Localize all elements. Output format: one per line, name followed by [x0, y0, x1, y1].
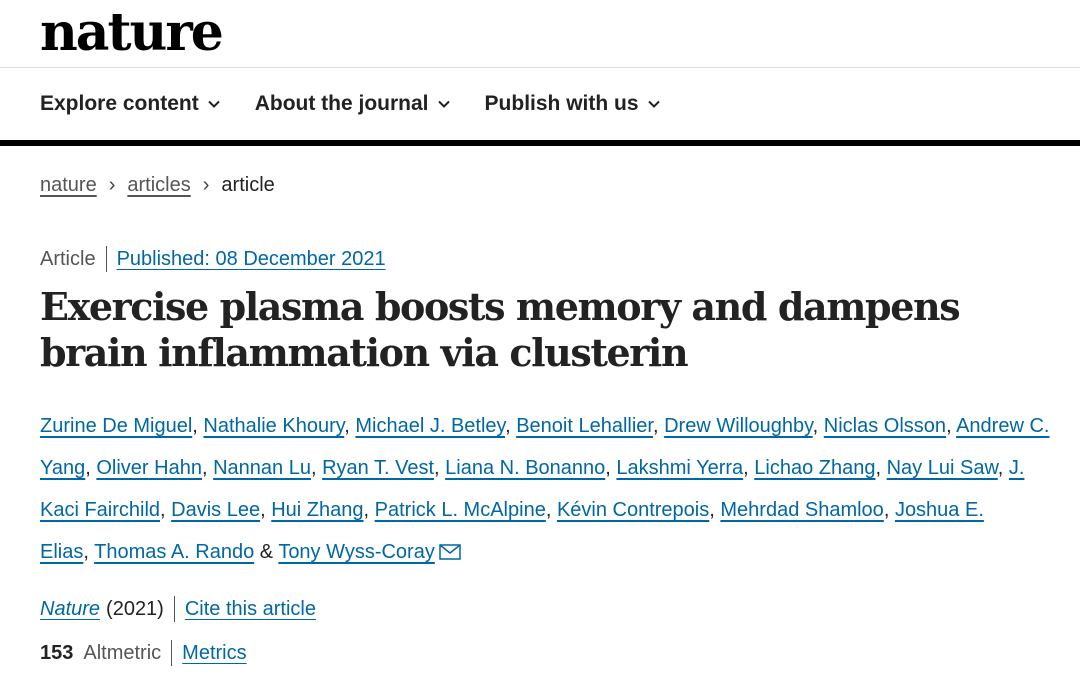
author-link[interactable]: Ryan T. Vest	[322, 457, 435, 479]
author-link[interactable]: Davis Lee	[171, 499, 261, 521]
author-separator: ,	[946, 415, 957, 437]
altmetric-score: 153	[40, 641, 74, 664]
author-link[interactable]: Oliver Hahn	[96, 457, 202, 479]
author-link[interactable]: Mehrdad Shamloo	[720, 499, 884, 521]
publication-year: (2021)	[106, 597, 164, 620]
author-separator: ,	[875, 457, 887, 479]
breadcrumb-nature[interactable]: nature	[40, 174, 97, 196]
author-link[interactable]: Nathalie Khoury	[203, 415, 345, 437]
chevron-down-icon	[207, 100, 220, 108]
author-link[interactable]: Hui Zhang	[271, 499, 364, 521]
author-link[interactable]: Lichao Zhang	[754, 457, 876, 479]
nature-logo[interactable]: nature	[40, 2, 224, 63]
journal-name-link[interactable]: Nature	[40, 597, 101, 620]
meta-divider	[105, 246, 107, 272]
metrics-link[interactable]: Metrics	[182, 641, 247, 664]
author-link[interactable]: Andrew C. Yang	[40, 415, 1050, 479]
published-date-link[interactable]: Published: 08 December 2021	[116, 247, 386, 270]
author-link[interactable]: Nay Lui Saw	[886, 457, 998, 479]
chevron-down-icon	[647, 100, 660, 108]
author-separator: ,	[812, 415, 824, 437]
cite-article-link[interactable]: Cite this article	[184, 597, 316, 620]
author-separator: ,	[192, 415, 204, 437]
author-link[interactable]: Tony Wyss-Coray	[278, 541, 435, 563]
author-separator: ,	[545, 499, 557, 521]
author-separator: ,	[883, 499, 895, 521]
journal-citation-line: Nature (2021) Cite this article	[40, 596, 316, 622]
author-link[interactable]: Zurine De Miguel	[40, 415, 193, 437]
mail-icon[interactable]	[439, 544, 461, 560]
altmetric-label: Altmetric	[83, 641, 162, 664]
altmetric-line: 153 Altmetric Metrics	[40, 640, 247, 666]
author-separator: ,	[201, 457, 214, 479]
author-list: Zurine De Miguel, Nathalie Khoury, Micha…	[40, 405, 1050, 573]
author-link[interactable]: Michael J. Betley	[355, 415, 506, 437]
nav-about-journal[interactable]: About the journal	[255, 85, 451, 123]
author-link[interactable]: J. Kaci Fairchild	[40, 457, 1025, 521]
author-separator: ,	[652, 415, 665, 437]
author-link[interactable]: Kévin Contrepois	[556, 499, 710, 521]
article-title: Exercise plasma boosts memory and dampen…	[40, 284, 961, 375]
author-separator: ,	[997, 457, 1009, 479]
author-separator: ,	[434, 457, 446, 479]
author-separator: ,	[85, 457, 97, 479]
author-link[interactable]: Joshua E. Elias	[40, 499, 984, 563]
breadcrumb-separator: ›	[202, 174, 210, 196]
author-link[interactable]: Benoit Lehallier	[516, 415, 653, 437]
header-divider	[0, 67, 1080, 68]
author-link[interactable]: Niclas Olsson	[823, 415, 947, 437]
author-separator: ,	[260, 499, 272, 521]
author-separator: &	[254, 541, 279, 563]
breadcrumb-articles[interactable]: articles	[127, 174, 191, 196]
article-meta: Article Published: 08 December 2021	[40, 246, 386, 272]
nav-explore-content[interactable]: Explore content	[40, 85, 221, 123]
breadcrumb: nature › articles › article	[40, 174, 275, 197]
author-separator: ,	[344, 415, 356, 437]
author-separator: ,	[709, 499, 721, 521]
author-separator: ,	[505, 415, 517, 437]
author-separator: ,	[160, 499, 172, 521]
author-separator: ,	[743, 457, 755, 479]
nav-divider-bar	[0, 140, 1080, 146]
meta-divider	[173, 596, 175, 622]
meta-divider	[171, 640, 173, 666]
author-link[interactable]: Patrick L. McAlpine	[374, 499, 546, 521]
author-separator: ,	[83, 541, 95, 563]
main-nav: Explore content About the journal Publis…	[40, 85, 695, 123]
author-link[interactable]: Lakshmi Yerra	[616, 457, 744, 479]
article-type: Article	[40, 247, 96, 270]
nav-about-journal-label: About the journal	[254, 92, 429, 115]
breadcrumb-separator: ›	[108, 174, 116, 196]
author-separator: ,	[605, 457, 617, 479]
nav-publish-with-us[interactable]: Publish with us	[485, 85, 661, 123]
author-link[interactable]: Thomas A. Rando	[94, 541, 255, 563]
chevron-down-icon	[437, 100, 450, 108]
author-link[interactable]: Liana N. Bonanno	[445, 457, 606, 479]
author-link[interactable]: Nannan Lu	[213, 457, 311, 479]
breadcrumb-current: article	[221, 174, 275, 196]
author-separator: ,	[363, 499, 375, 521]
nav-explore-content-label: Explore content	[40, 92, 199, 115]
author-link[interactable]: Drew Willoughby	[664, 415, 813, 437]
author-separator: ,	[310, 457, 323, 479]
nav-publish-with-us-label: Publish with us	[484, 92, 639, 115]
